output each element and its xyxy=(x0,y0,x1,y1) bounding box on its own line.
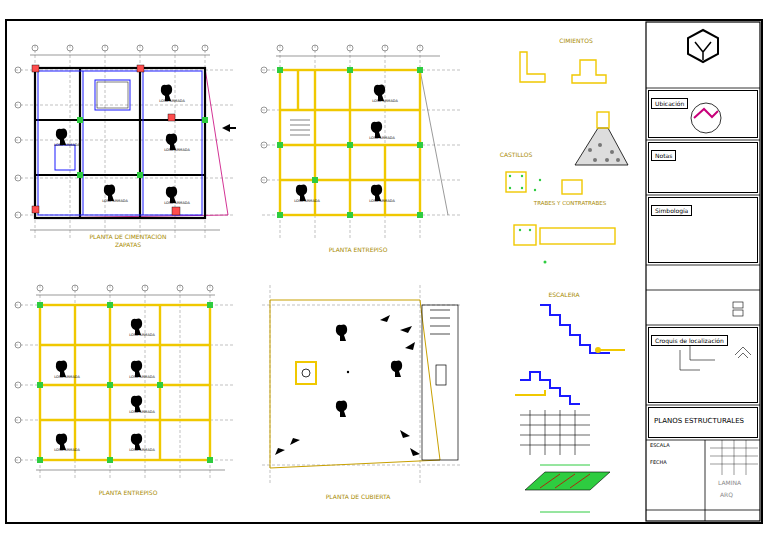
drawing-label: LOSA ARMADA xyxy=(372,100,398,104)
drawing-label: LOSA ARMADA xyxy=(369,200,395,204)
drawing-label: LOSA ARMADA xyxy=(369,137,395,141)
drawing-label: LOSA ARMADA xyxy=(129,334,155,338)
drawing-label: PLANTA DE CUBIERTA xyxy=(326,494,391,501)
cell-heading: Croquis de localización xyxy=(651,335,728,346)
drawing-label: LOSA ARMADA xyxy=(129,449,155,453)
drawing-label: ESCALERA xyxy=(548,292,579,299)
title-block-cell: Ubicación xyxy=(648,90,758,138)
drawing-label: LOSA ARMADA xyxy=(294,200,320,204)
drawing-label: PLANTA DE CIMENTACION xyxy=(89,234,166,241)
title-block-text: LAMINA xyxy=(718,480,741,487)
drawing-label: LOSA ARMADA xyxy=(164,149,190,153)
drawing-label: CIMIENTOS xyxy=(559,38,592,45)
drawing-label: PLANTA ENTREPISO xyxy=(99,490,158,497)
cell-heading: PLANOS ESTRUCTURALES xyxy=(651,416,747,426)
title-block-cell: Croquis de localización xyxy=(648,327,758,403)
title-block-text: ARQ xyxy=(720,492,733,499)
cell-heading: Ubicación xyxy=(651,98,688,109)
drawing-label: TRABES Y CONTRATRABES xyxy=(534,200,606,206)
drawing-label: LOSA ARMADA xyxy=(129,376,155,380)
drawing-label: LOSA ARMADA xyxy=(159,100,185,104)
drawing-label: LOSA ARMADA xyxy=(164,202,190,206)
title-block-text: ESCALA xyxy=(650,443,670,449)
drawing-label: LOSA ARMADA xyxy=(54,144,80,148)
title-block-cell: Simbología xyxy=(648,197,758,263)
drawing-label: PLANTA ENTREPISO xyxy=(329,247,388,254)
drawing-label: ZAPATAS xyxy=(115,242,141,249)
drawing-label: CASTILLOS xyxy=(500,152,533,159)
title-block-text: FECHA xyxy=(650,460,667,466)
drawing-label: LOSA ARMADA xyxy=(102,200,128,204)
title-block-cell: Notas xyxy=(648,142,758,193)
drawing-label: LOSA ARMADA xyxy=(129,411,155,415)
title-block-cell: PLANOS ESTRUCTURALES xyxy=(648,407,758,438)
drawing-label: LOSA ARMADA xyxy=(54,449,80,453)
cell-heading: Notas xyxy=(651,150,676,161)
drawing-label: LOSA ARMADA xyxy=(54,376,80,380)
cell-heading: Simbología xyxy=(651,205,692,216)
